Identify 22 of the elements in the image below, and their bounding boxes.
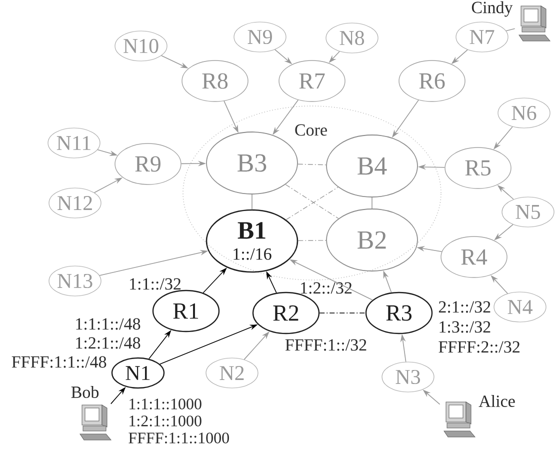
address-label: 1:1:1::1000 <box>130 398 202 410</box>
computer <box>444 402 476 438</box>
address-label: 1:3::/32 <box>440 321 490 333</box>
name-label: Alice <box>478 395 515 407</box>
line <box>506 28 516 32</box>
name-label: Cindy <box>472 1 513 17</box>
address-label: 1:2:1::1000 <box>130 416 202 426</box>
address-label: FFFF:2::/32 <box>438 341 520 353</box>
dashed-line <box>298 164 326 166</box>
address-label: FFFF:1:1::1000 <box>128 432 229 444</box>
address-label: FFFF:1::/32 <box>285 339 366 351</box>
computer <box>80 404 112 440</box>
dashed-line <box>319 312 366 314</box>
computer <box>518 6 550 42</box>
dashed-line <box>298 240 326 241</box>
address-label: 1:1:1::/48 <box>76 318 140 330</box>
name-label: Bob <box>71 386 99 398</box>
address-label: FFFF:1:1::/48 <box>12 356 106 368</box>
address-label: 1:1::/32 <box>130 278 181 290</box>
address-label: 1:2::/32 <box>301 282 352 294</box>
address-label: 1:2:1::/48 <box>76 337 140 349</box>
address-label: 2:1::/32 <box>438 301 490 313</box>
